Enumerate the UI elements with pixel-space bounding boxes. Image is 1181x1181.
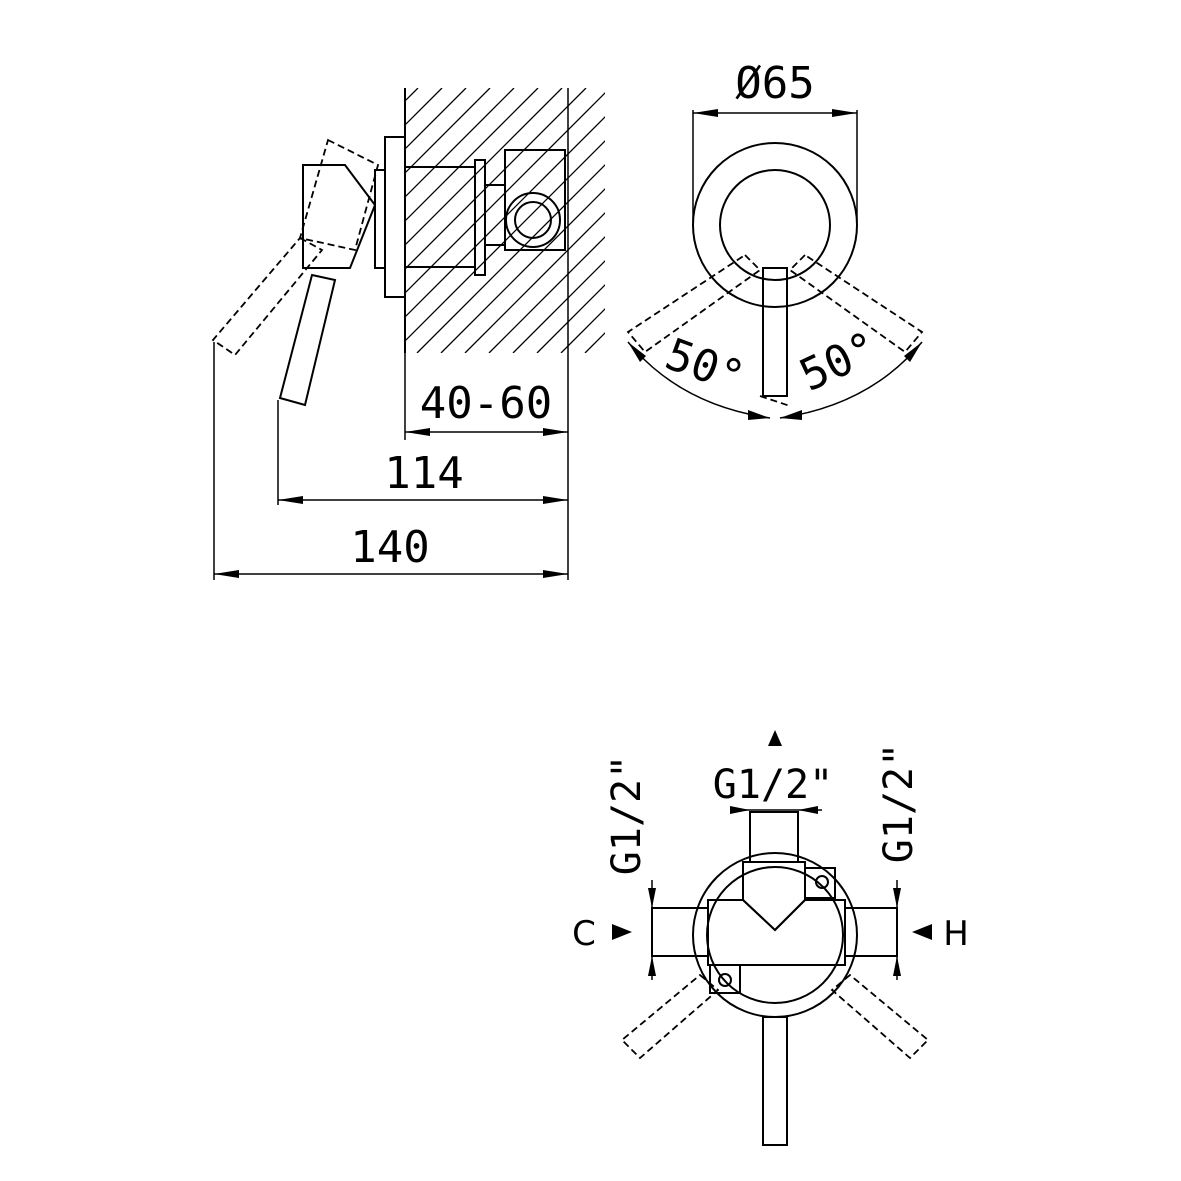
- inlet-pipe-cold: [651, 907, 709, 957]
- handle-cap: [719, 169, 831, 281]
- handle-lever-alt: [211, 236, 324, 357]
- mount-screw-left: [718, 973, 732, 987]
- front-view: Ø65 50° 50°: [626, 58, 924, 420]
- port-label-left: G1/2": [604, 755, 650, 875]
- mount-screw-right: [815, 875, 829, 889]
- cold-arrow: [612, 924, 632, 940]
- cover-plate-outer: [692, 142, 858, 308]
- fitting-outer-ring: [505, 192, 561, 248]
- mount-lug-left: [709, 964, 741, 994]
- port-label-top: G1/2": [713, 762, 833, 808]
- handle-head: [302, 164, 377, 269]
- mixer-body: [404, 166, 476, 268]
- dim-label-mid: 114: [384, 448, 463, 499]
- fitting-inner-ring: [514, 201, 552, 239]
- dim-label-wall: 40-60: [420, 378, 552, 429]
- hot-label: H: [943, 914, 969, 954]
- body-stem: [484, 184, 506, 246]
- cartridge-housing: [742, 861, 806, 932]
- front-lever-alt-right: [788, 253, 924, 354]
- mount-lug-right: [804, 867, 836, 899]
- handle-head-alt: [298, 138, 380, 252]
- dim-label-total: 140: [350, 522, 429, 573]
- handle-base: [374, 169, 386, 269]
- valve-body: [707, 899, 846, 966]
- hot-arrow: [912, 924, 932, 940]
- angle-label-right: 50°: [792, 322, 886, 402]
- cover-plate: [384, 136, 406, 298]
- front-lever: [762, 267, 788, 397]
- angle-label-left: 50°: [659, 329, 751, 404]
- cold-label: C: [572, 914, 596, 954]
- connection-fitting: [504, 149, 566, 251]
- handle-lever: [278, 273, 337, 407]
- inlet-pipe-hot: [844, 907, 898, 957]
- dim-label-diameter: Ø65: [735, 58, 814, 109]
- side-view: 40-60 114 140: [211, 88, 605, 580]
- front-lever-alt-left: [626, 253, 762, 354]
- wall-hatch: [405, 88, 605, 353]
- connection-view: G1/2" G1/2" G1/2" C H: [572, 730, 969, 1146]
- connection-lever-alt-left: [620, 973, 720, 1060]
- port-label-right: G1/2": [876, 743, 922, 863]
- connection-lever: [762, 1016, 788, 1146]
- outlet-arrow-up: [768, 730, 782, 746]
- connection-lever-alt-right: [830, 973, 930, 1060]
